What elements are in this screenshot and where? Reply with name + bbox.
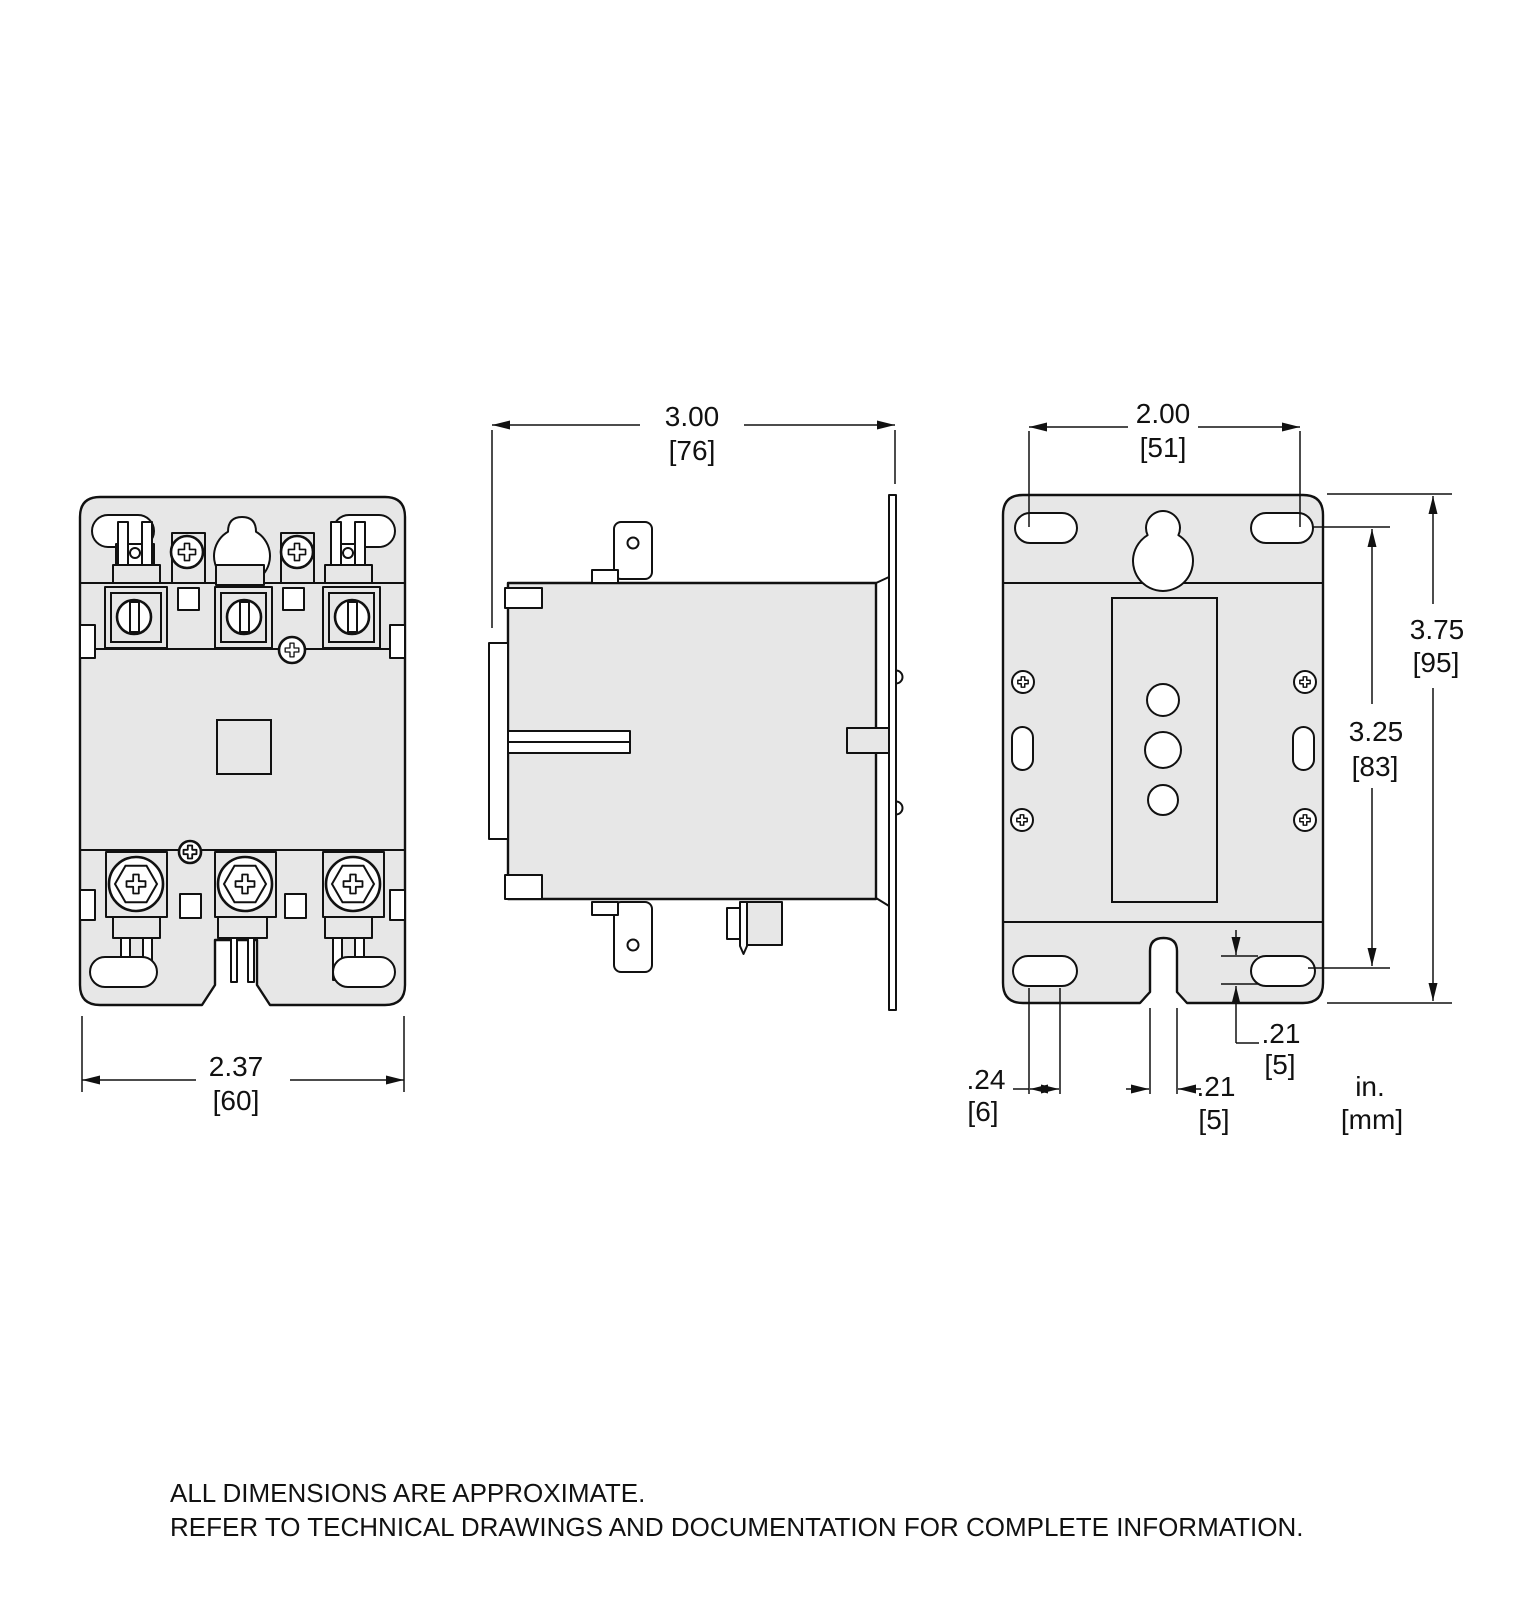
dim-mount-spacing-mm: [51] [1140, 432, 1187, 463]
bottom-recess-right [332, 956, 396, 988]
lower-terminal-block-left [105, 851, 168, 918]
case-screw-top-right [1293, 670, 1317, 694]
dim-side-depth-in: 3.00 [665, 401, 720, 432]
dim-mount-vertical-in: 3.25 [1349, 716, 1404, 747]
bottom-recess-left [89, 956, 158, 988]
units-label: in. [mm] [1341, 1071, 1403, 1135]
side-spade-terminal-top [591, 521, 653, 584]
dim-notch-width-in: .21 [1197, 1071, 1236, 1102]
side-view [488, 494, 904, 1011]
slot-width-dimension: .24 [6] [967, 988, 1061, 1127]
center-panel [1111, 597, 1218, 903]
flange-jog-top [875, 576, 890, 584]
edge-tab-right [389, 624, 406, 659]
notch-width-dimension: .21 [5] [1126, 1008, 1235, 1135]
case-screw-bottom-right [1293, 808, 1317, 832]
dim-slot-height-mm: [5] [1264, 1049, 1295, 1080]
dim-notch-width-mm: [5] [1198, 1104, 1229, 1135]
back-view [1001, 493, 1325, 1005]
side-slot-left [1011, 726, 1034, 771]
case-screw-bottom-left [1010, 808, 1034, 832]
divider-notch [177, 587, 200, 611]
rear-boss [846, 727, 890, 754]
mounting-slot-bottom-right [1250, 955, 1316, 987]
side-rib-upper [507, 730, 631, 743]
keyhole-slot [1132, 510, 1194, 592]
divider-notch [282, 587, 305, 611]
top-spade-terminal-right [324, 521, 373, 584]
dim-overall-height-mm: [95] [1413, 647, 1460, 678]
slot-height-dimension: .21 [5] [1221, 930, 1300, 1080]
center-plunger [213, 516, 271, 586]
terminal-pin [739, 901, 748, 955]
edge-tab-left [79, 624, 96, 659]
note-line-1: ALL DIMENSIONS ARE APPROXIMATE. [170, 1478, 645, 1508]
panel-hole [1147, 784, 1179, 816]
mount-slot-spacing-dimension: 2.00 [51] [1028, 398, 1301, 527]
dim-mount-spacing-in: 2.00 [1136, 398, 1191, 429]
side-spade-terminal-bottom [591, 901, 653, 973]
note-line-2: REFER TO TECHNICAL DRAWINGS AND DOCUMENT… [170, 1512, 1303, 1542]
lower-terminal-block-right [322, 851, 385, 918]
bottom-spade-terminal-center [217, 916, 268, 983]
terminal-hole-icon [342, 547, 354, 559]
coil-screw-left [169, 532, 206, 584]
units-inches: in. [1355, 1071, 1385, 1102]
terminal-hole-icon [626, 938, 640, 952]
terminal-hole-icon [129, 547, 141, 559]
top-spade-terminal-left [112, 521, 161, 584]
side-coil-terminal-bottom [726, 901, 783, 955]
divider-notch [284, 893, 307, 919]
mount-slot-vertical-dimension: 3.25 [83] [1308, 526, 1404, 969]
side-depth-dimension: 3.00 [76] [491, 401, 896, 628]
upper-terminal-block-left [104, 586, 168, 649]
dim-overall-height-in: 3.75 [1410, 614, 1465, 645]
center-square-marker [216, 719, 272, 775]
upper-terminal-block-center [214, 586, 273, 649]
small-assembly-screw-upper [277, 635, 307, 665]
mounting-slot-top-right [1250, 512, 1314, 544]
body-notch-top-left [504, 587, 543, 609]
dim-front-width-mm: [60] [213, 1085, 260, 1116]
case-screw-top-left [1011, 670, 1035, 694]
lower-terminal-block-center [214, 851, 277, 918]
panel-hole [1144, 731, 1182, 769]
dim-slot-width-mm: [6] [967, 1096, 998, 1127]
edge-tab-left [79, 889, 96, 921]
dim-slot-width-in: .24 [967, 1064, 1006, 1095]
drawing-notes: ALL DIMENSIONS ARE APPROXIMATE. REFER TO… [170, 1478, 1303, 1542]
flange-jog-bottom [875, 897, 890, 907]
mounting-flange [888, 494, 897, 1011]
terminal-hole-icon [626, 536, 640, 550]
side-slot-right [1292, 726, 1315, 771]
divider-notch [179, 893, 202, 919]
panel-hole [1146, 683, 1180, 717]
mounting-slot-top-left [1014, 512, 1078, 544]
mounting-slot-bottom-left [1012, 955, 1078, 987]
small-assembly-screw-lower [177, 839, 203, 865]
dim-mount-vertical-mm: [83] [1352, 751, 1399, 782]
overall-height-dimension: 3.75 [95] [1327, 493, 1465, 1004]
upper-terminal-block-right [322, 586, 381, 649]
dim-front-width-in: 2.37 [209, 1051, 264, 1082]
coil-screw-right [279, 532, 315, 584]
units-millimeters: [mm] [1341, 1104, 1403, 1135]
front-cover-plate [488, 642, 509, 840]
side-rib-lower [507, 741, 631, 754]
body-notch-bottom-left [504, 874, 543, 900]
dim-slot-height-in: .21 [1262, 1018, 1301, 1049]
edge-tab-right [389, 889, 406, 921]
front-width-dimension: 2.37 [60] [81, 1016, 405, 1116]
dim-side-depth-mm: [76] [669, 435, 716, 466]
front-view [78, 495, 407, 1007]
